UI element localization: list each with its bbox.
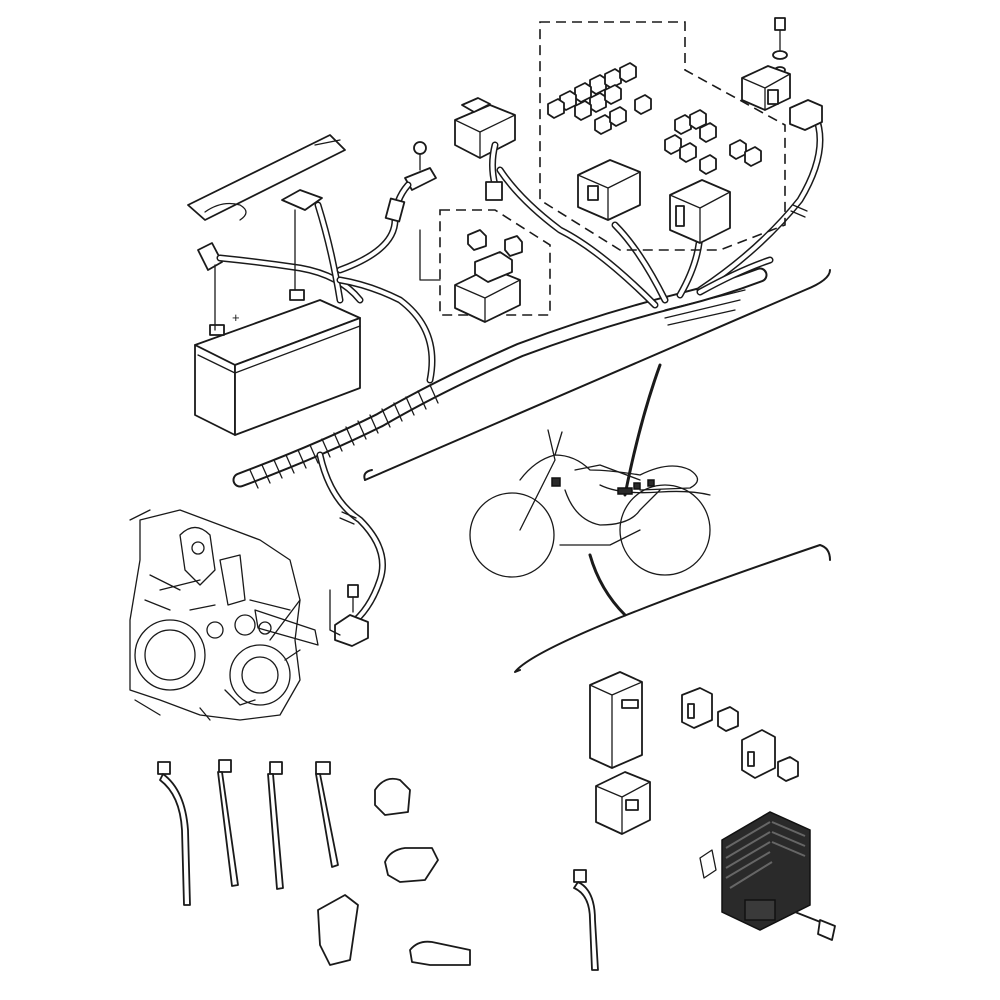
harness-marker-1	[551, 477, 561, 487]
battery-terminal-negative	[289, 289, 305, 301]
battery-cables	[197, 189, 364, 331]
rear-wheel	[619, 484, 711, 576]
sensor-bolt-head	[774, 17, 786, 31]
engine-block	[129, 509, 319, 721]
cable-tie-2	[217, 759, 239, 887]
relay-fuse-1	[467, 229, 487, 251]
relay-detail-box	[439, 209, 551, 323]
negative-terminal-cover	[281, 189, 323, 211]
harness-marker-3	[633, 482, 641, 490]
top-right-sensor	[741, 17, 823, 131]
cable-tie-1	[157, 761, 191, 906]
regulator-rectifier	[721, 811, 811, 931]
cable-tie-4	[315, 761, 339, 868]
relay-fuse-2	[504, 235, 523, 257]
sensor-connector	[789, 99, 823, 131]
starter-relay-upper	[454, 97, 516, 201]
starter-bolt	[347, 584, 359, 598]
clamp-2	[384, 847, 439, 883]
fuse-group-top	[547, 62, 652, 135]
electrical-modules	[589, 671, 836, 941]
battery-band	[187, 134, 346, 221]
regulator-bolt	[794, 911, 836, 941]
ground-connector	[384, 197, 406, 223]
connector-2	[741, 729, 799, 782]
battery: +	[194, 289, 361, 436]
fuse-group-right	[664, 109, 762, 175]
starter-motor	[254, 609, 319, 646]
fuse-box-area	[539, 21, 786, 251]
clamp-1	[374, 777, 411, 816]
starter-terminal	[329, 584, 369, 647]
relay-left	[577, 159, 641, 221]
harness-marker-4	[647, 479, 655, 487]
cable-tie-5	[573, 869, 599, 971]
clamp-3	[317, 894, 359, 966]
cable-tie-3	[267, 761, 284, 890]
bolt-head	[413, 141, 427, 155]
leader-upper	[623, 363, 662, 497]
relay-unit	[595, 771, 651, 835]
harness-marker-2	[617, 487, 633, 495]
main-harness	[232, 111, 824, 629]
motorcycle-locator	[469, 429, 711, 578]
battery-plus-symbol: +	[232, 310, 240, 325]
leader-lower	[588, 553, 627, 617]
front-wheel	[469, 492, 555, 578]
ecu-unit	[589, 671, 643, 769]
relay-right	[669, 179, 731, 244]
battery-terminal-positive	[209, 324, 225, 336]
clamp-4	[409, 940, 471, 966]
wire-clamps	[317, 777, 471, 966]
connector-1	[681, 687, 739, 732]
relay-connector	[485, 181, 503, 201]
cable-ties	[157, 759, 599, 971]
regulator-clip	[699, 849, 717, 879]
positive-terminal-cover	[197, 242, 223, 271]
section-dividers	[363, 269, 831, 673]
ground-lead	[336, 141, 441, 281]
